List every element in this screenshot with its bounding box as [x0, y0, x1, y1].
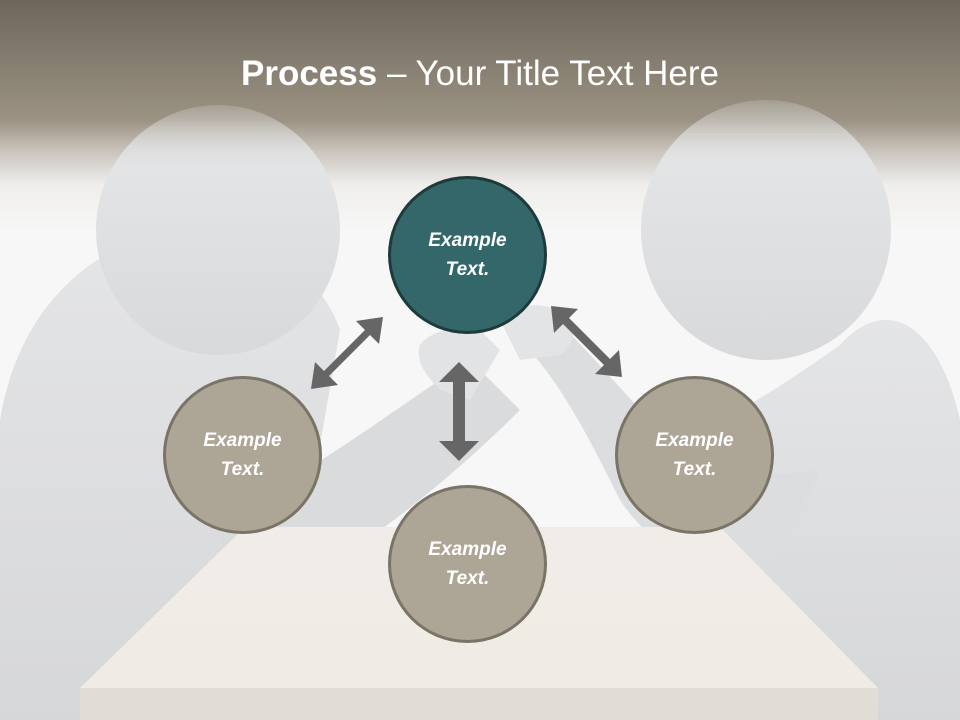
node-left-line2: Text. — [220, 459, 265, 480]
left-figure-head — [96, 105, 340, 355]
process-node-bottom[interactable]: Example Text. — [388, 485, 547, 643]
node-bottom-line2: Text. — [445, 568, 490, 589]
title-rest: – Your Title Text Here — [377, 54, 719, 93]
double-arrow-vertical-icon — [439, 362, 479, 461]
node-right-line1: Example — [655, 430, 734, 451]
table-front — [80, 688, 878, 720]
node-bottom-line1: Example — [428, 539, 507, 560]
process-node-top[interactable]: Example Text. — [388, 176, 547, 334]
right-figure-head — [641, 100, 891, 360]
double-arrow-diagonal-right-icon — [551, 306, 622, 377]
title-bold: Process — [241, 54, 378, 93]
slide-title: Process – Your Title Text Here — [0, 52, 960, 96]
process-node-right[interactable]: Example Text. — [615, 376, 774, 534]
process-node-left[interactable]: Example Text. — [163, 376, 322, 534]
node-top-line1: Example — [428, 230, 507, 251]
double-arrow-diagonal-left-icon — [311, 317, 383, 389]
node-right-line2: Text. — [672, 459, 717, 480]
node-top-line2: Text. — [445, 259, 490, 280]
node-left-line1: Example — [203, 430, 282, 451]
